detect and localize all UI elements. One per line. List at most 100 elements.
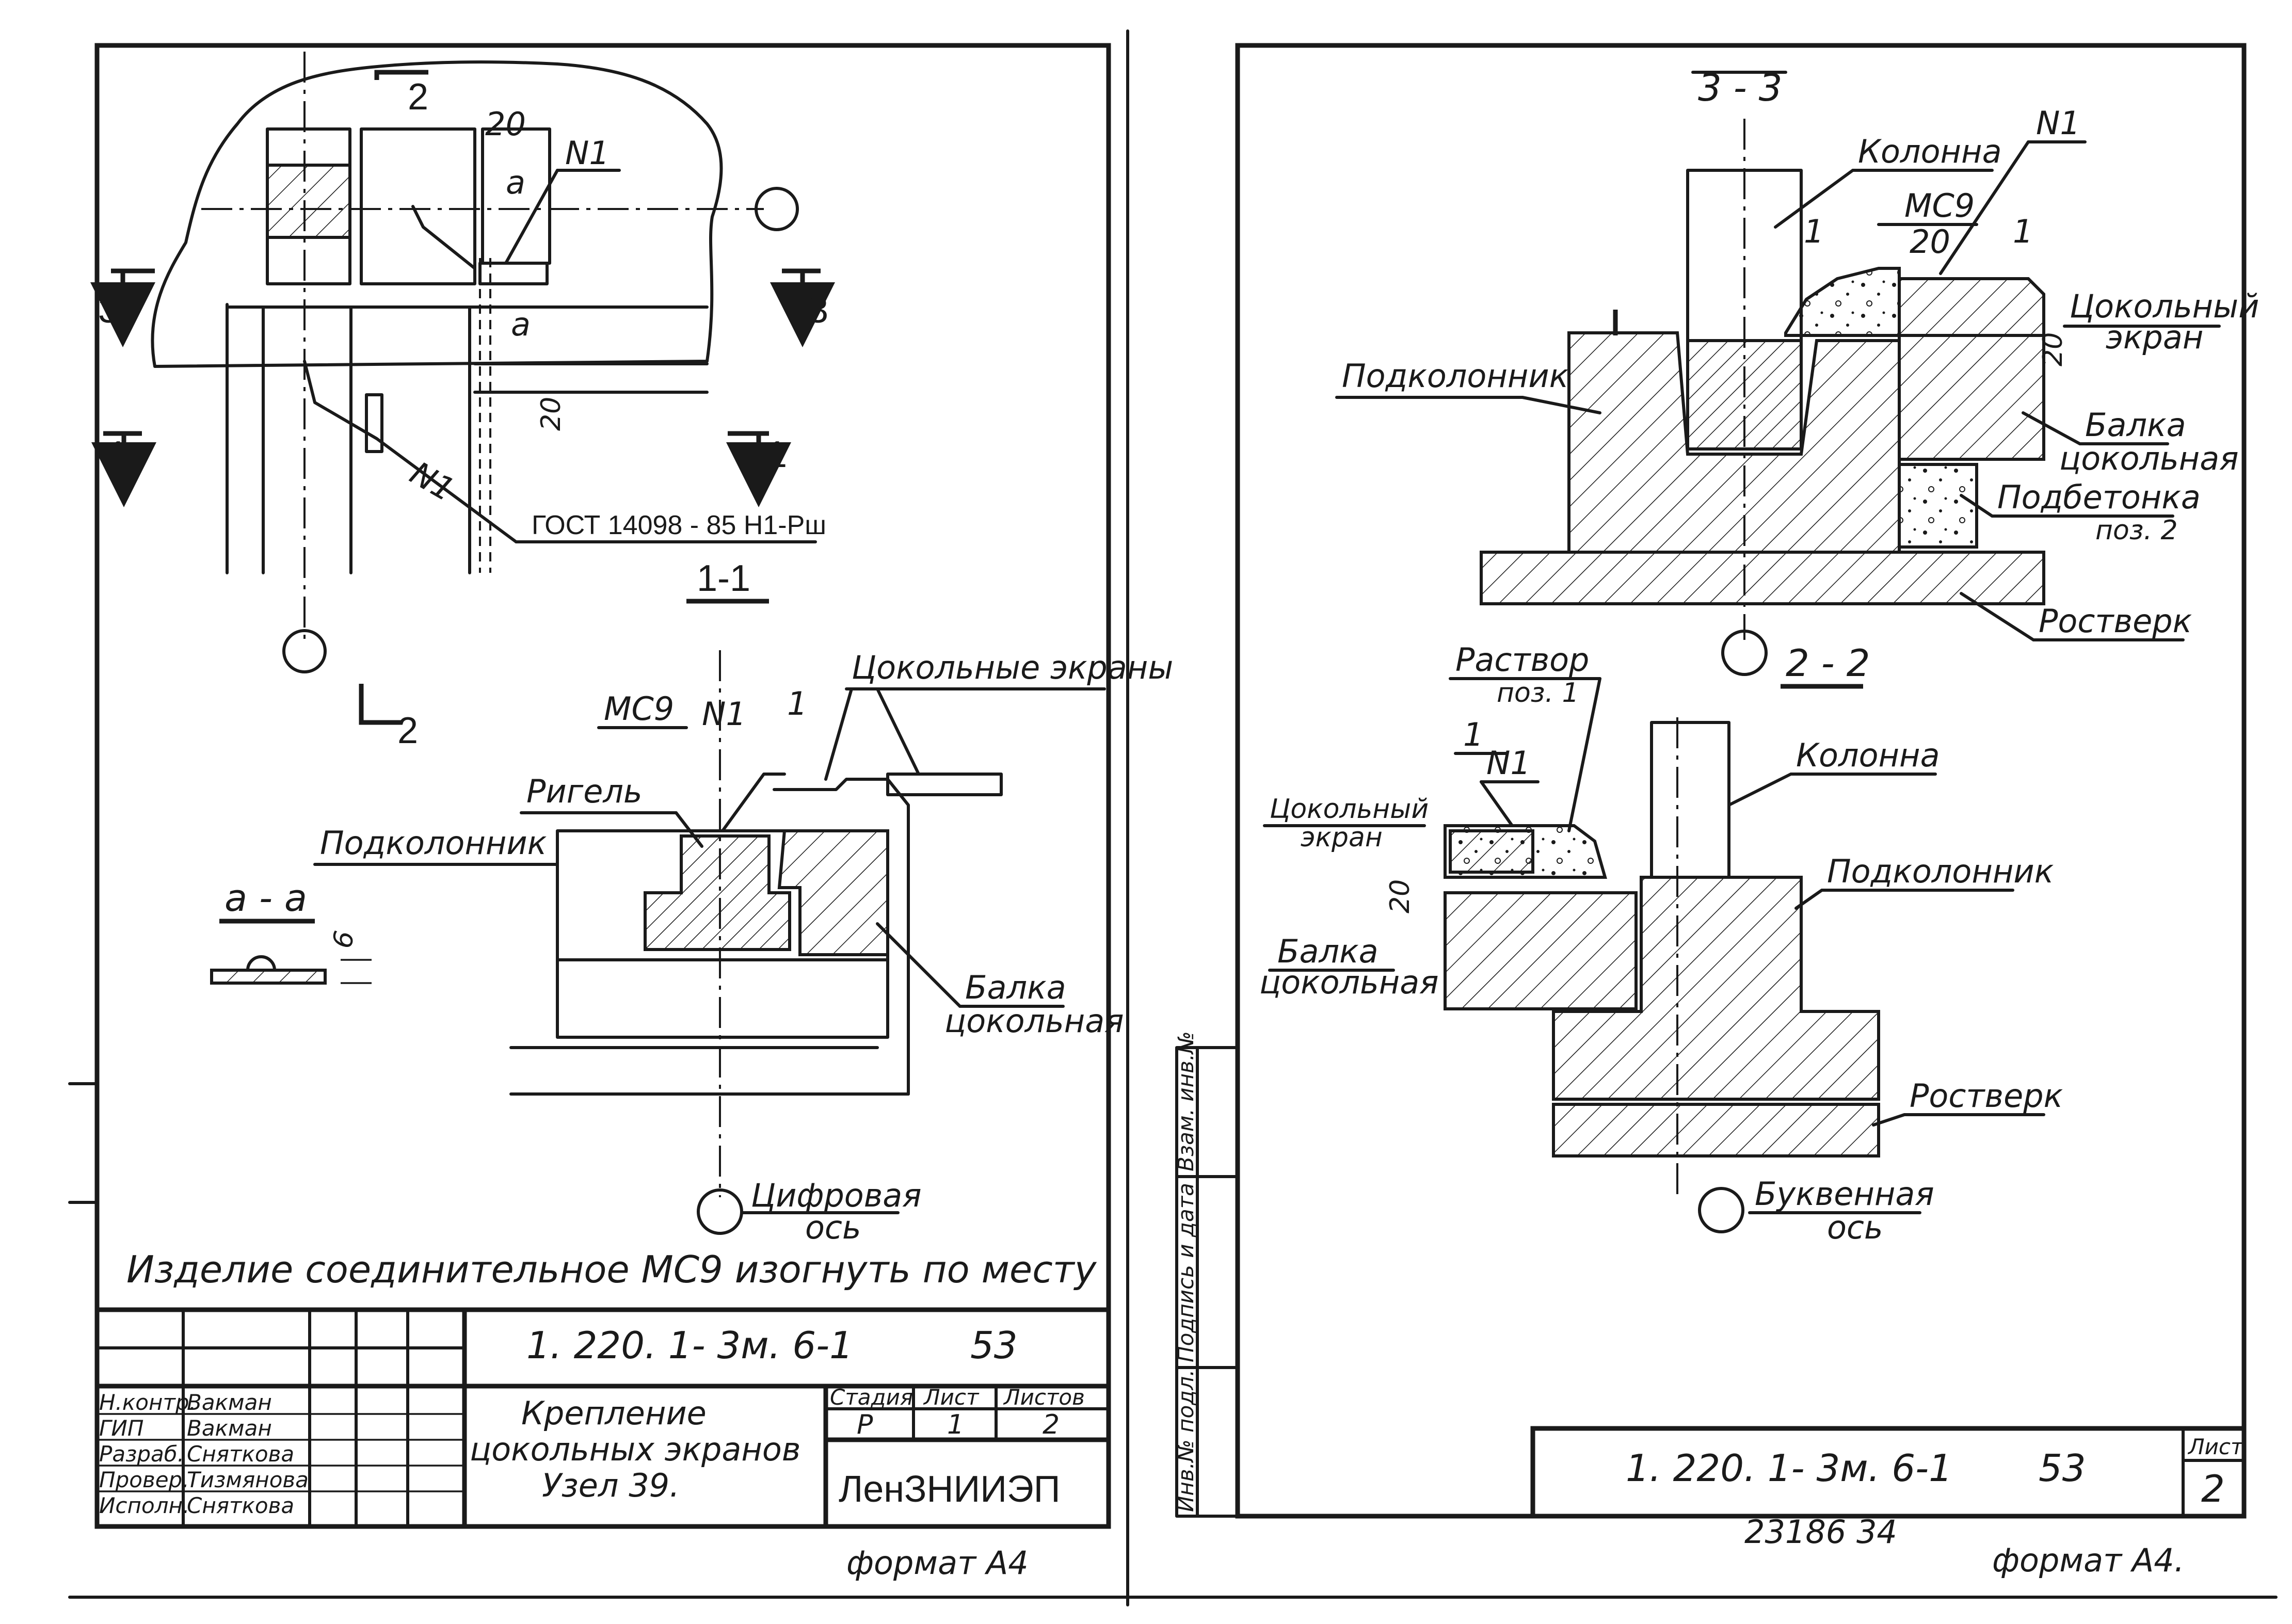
title-line-3: Узел 39. (542, 1467, 680, 1504)
left-title-block (94, 1307, 1111, 1529)
s22-beam-2: цокольная (1259, 963, 1439, 1001)
right-sheet-value: 2 (2201, 1467, 2225, 1510)
section-2-2 (1444, 717, 1880, 1233)
s22-n1: N1 (1486, 744, 1531, 782)
node-label-screens: Цокольные экраны (852, 649, 1173, 686)
axis-label-digital-1: Цифровая (751, 1177, 922, 1214)
bottom-numbers: 23186 34 (1744, 1513, 1897, 1551)
node-section (509, 650, 1003, 1235)
right-sheet-header: Лист (2187, 1434, 2244, 1459)
side-stamp (1175, 1046, 1239, 1518)
title-line-1: Крепление (521, 1394, 707, 1432)
sheet-header: Лист (923, 1385, 980, 1410)
role-3: Провер. (99, 1467, 189, 1492)
s33-beam-2: цокольная (2059, 440, 2239, 477)
s33-podbetonka-2: поз. 2 (2095, 515, 2178, 546)
section-a-letter-1: a (506, 164, 525, 201)
role-0: Н.контр. (99, 1390, 196, 1415)
callout-n1-diag: N1 (404, 454, 461, 509)
sheets-header: Листов (1003, 1385, 1085, 1410)
node-label-n1: N1 (702, 695, 746, 733)
s33-1b: 1 (2013, 213, 2033, 250)
s33-rostverk: Ростверк (2039, 602, 2192, 640)
s22-dim-20: 20 (1385, 879, 1416, 913)
section-a-letter-2: a (511, 305, 531, 343)
section-cut-marks (90, 70, 835, 725)
s22-podkolonnik: Подколонник (1827, 853, 2054, 890)
cut-mark-3-right: 3 (808, 290, 828, 331)
stage-header: Стадия (830, 1385, 913, 1410)
s33-dim-20: 20 (2038, 332, 2069, 366)
section-3-3 (1480, 71, 2045, 676)
left-doc-code: 1. 220. 1- 3м. 6-1 (526, 1324, 853, 1367)
dim-20-side: 20 (536, 397, 567, 431)
left-issue: 53 (970, 1324, 1018, 1367)
name-0: Вакман (187, 1390, 272, 1415)
cut-mark-1-right: 1 (766, 434, 787, 475)
cut-mark-3-left: 3 (98, 290, 119, 331)
callout-n1-top: N1 (565, 134, 610, 172)
section-3-3-title: 3 - 3 (1698, 66, 1782, 109)
s22-screen-1: Цокольный (1270, 794, 1429, 825)
s22-rastvor-1: Раствор (1455, 641, 1589, 679)
cut-mark-2-low: 2 (397, 710, 418, 751)
s22-kolonna: Колонна (1796, 736, 1940, 774)
detail-a-a: a - a 6 (210, 876, 372, 985)
name-4: Сняткова (187, 1493, 294, 1518)
stamp-inv: Инв.№ подл. (1173, 1370, 1198, 1512)
s33-podbetonka-1: Подбетонка (1997, 478, 2201, 516)
stamp-vzam: Взам. инв.№ (1173, 1031, 1198, 1171)
node-label-beam-2: цокольная (944, 1002, 1124, 1040)
stage-value: Р (857, 1409, 873, 1440)
node-label-podkolonnik: Подколонник (320, 824, 547, 862)
s33-20: 20 (1910, 223, 1950, 261)
name-2: Сняткова (187, 1441, 294, 1467)
node-label-ms9: МС9 (604, 690, 674, 728)
s22-rastvor-2: поз. 1 (1497, 678, 1579, 709)
left-format: формат А4 (846, 1544, 1029, 1582)
s33-screen-1: Цокольный (2070, 287, 2259, 325)
section-2-2-title: 2 - 2 (1786, 641, 1870, 685)
s22-rostverk: Ростверк (1910, 1077, 2063, 1115)
right-sheet-frame (1235, 43, 2247, 1519)
s22-axis-2: ось (1827, 1209, 1883, 1246)
name-1: Вакман (187, 1416, 272, 1441)
s33-screen-2: экран (2106, 318, 2203, 356)
gost-label: ГОСТ 14098 - 85 Н1-Рш (532, 510, 826, 540)
stamp-sign: Подпись и дата (1173, 1183, 1198, 1362)
sheets-value: 2 (1043, 1409, 1060, 1440)
title-line-2: цокольных экранов (470, 1430, 800, 1468)
role-2: Разраб. (99, 1441, 184, 1467)
note-ms9: Изделие соединительное МС9 изогнуть по м… (126, 1248, 1097, 1291)
role-4: Исполн. (99, 1493, 189, 1518)
dim-20-top: 20 (485, 105, 526, 143)
detail-aa-dim: 6 (327, 928, 361, 951)
detail-aa-title: a - a (225, 876, 307, 920)
role-1: ГИП (99, 1416, 143, 1441)
right-format: формат А4. (1992, 1541, 2184, 1579)
name-3: Тизмянова (187, 1467, 309, 1492)
s33-n1: N1 (2036, 104, 2080, 142)
cut-mark-2-top: 2 (408, 76, 428, 118)
node-label-beam-1: Балка (965, 969, 1066, 1006)
right-doc-code: 1. 220. 1- 3м. 6-1 (1626, 1446, 1952, 1490)
s33-podkolonnik: Подколонник (1342, 357, 1569, 395)
s33-kolonna: Колонна (1858, 133, 2002, 170)
section-1-1-title: 1-1 (697, 558, 750, 599)
org-name: ЛенЗНИИЭП (839, 1469, 1061, 1510)
node-label-rigel: Ригель (526, 773, 643, 810)
axis-label-digital-2: ось (805, 1209, 861, 1246)
s33-ms9: МС9 (1904, 187, 1975, 224)
s22-1: 1 (1463, 716, 1483, 753)
s33-1a: 1 (1804, 213, 1824, 250)
s22-axis-1: Буквенная (1755, 1175, 1934, 1213)
node-label-1: 1 (787, 685, 807, 722)
sheet-value: 1 (947, 1409, 964, 1440)
s22-beam-1: Балка (1277, 932, 1379, 970)
right-title-block (1530, 1426, 2247, 1519)
s33-beam-1: Балка (2085, 406, 2186, 444)
s22-screen-2: экран (1301, 822, 1383, 853)
right-issue: 53 (2039, 1446, 2086, 1490)
cut-mark-1-left: 1 (107, 434, 128, 475)
